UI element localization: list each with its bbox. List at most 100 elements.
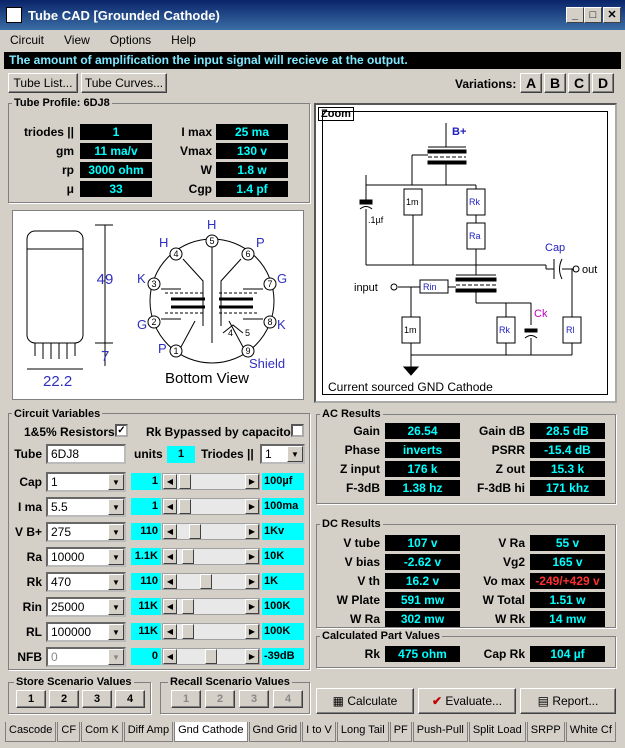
ac-value: 26.54 — [385, 423, 460, 439]
recall-scenario-button[interactable]: 2 — [205, 690, 235, 708]
variable-slider[interactable]: ◀▶ — [162, 573, 260, 590]
tube-drawing-panel: 49 7 22.2 1 2 3 4 5 6 7 8 9 4 5 H H P K … — [12, 210, 304, 400]
arrow-right-icon[interactable]: ▶ — [245, 549, 259, 564]
close-button[interactable]: ✕ — [603, 7, 621, 23]
window-title: Tube CAD [Grounded Cathode) — [28, 7, 220, 23]
variation-b-button[interactable]: B — [544, 73, 566, 93]
arrow-right-icon[interactable]: ▶ — [245, 524, 259, 539]
arrow-left-icon[interactable]: ◀ — [163, 624, 177, 639]
arrow-right-icon[interactable]: ▶ — [245, 649, 259, 664]
slider-value: 1 — [131, 498, 161, 515]
tab-push-pull[interactable]: Push-Pull — [412, 722, 468, 742]
variation-c-button[interactable]: C — [568, 73, 590, 93]
variable-slider[interactable]: ◀▶ — [162, 623, 260, 640]
arrow-left-icon[interactable]: ◀ — [163, 549, 177, 564]
menu-help[interactable]: Help — [171, 33, 196, 47]
arrow-right-icon[interactable]: ▶ — [245, 499, 259, 514]
store-scenario-button[interactable]: 2 — [49, 690, 79, 708]
triodes-select[interactable]: 1▼ — [260, 444, 305, 464]
slider-value: 1.1K — [131, 548, 161, 565]
tab-pf[interactable]: PF — [389, 722, 412, 742]
recall-scenario-button[interactable]: 3 — [239, 690, 269, 708]
pin-3: 3 — [151, 279, 156, 289]
tab-com-k[interactable]: Com K — [81, 722, 123, 742]
variable-select-value: 10000 — [51, 550, 85, 564]
menu-options[interactable]: Options — [109, 33, 152, 47]
variable-select[interactable]: 470▼ — [46, 572, 126, 592]
variable-label: NFB — [17, 650, 42, 664]
variation-a-button[interactable]: A — [520, 73, 542, 93]
maximize-button[interactable]: □ — [584, 7, 602, 23]
menu-circuit[interactable]: Circuit — [10, 33, 45, 47]
arrow-right-icon[interactable]: ▶ — [245, 599, 259, 614]
slider-thumb[interactable] — [179, 499, 191, 514]
tube-list-button[interactable]: Tube List... — [8, 73, 78, 93]
variable-select[interactable]: 1▼ — [46, 472, 126, 492]
schematic-rl: Rl — [566, 325, 575, 335]
slider-max: 100µf — [262, 473, 304, 490]
ac-results-title: AC Results — [320, 408, 383, 420]
variable-slider[interactable]: ◀▶ — [162, 548, 260, 565]
slider-thumb[interactable] — [179, 474, 191, 489]
minimize-button[interactable]: _ — [566, 7, 584, 23]
slider-thumb[interactable] — [182, 599, 194, 614]
arrow-right-icon[interactable]: ▶ — [245, 624, 259, 639]
tab-cf[interactable]: CF — [57, 722, 81, 742]
store-scenario-button[interactable]: 1 — [16, 690, 46, 708]
variable-select[interactable]: 25000▼ — [46, 597, 126, 617]
variable-slider[interactable]: ◀▶ — [162, 648, 260, 665]
arrow-right-icon[interactable]: ▶ — [245, 474, 259, 489]
store-scenario-button[interactable]: 3 — [82, 690, 112, 708]
variation-d-button[interactable]: D — [592, 73, 614, 93]
arrow-left-icon[interactable]: ◀ — [163, 599, 177, 614]
recall-scenario-button[interactable]: 1 — [171, 690, 201, 708]
variable-slider[interactable]: ◀▶ — [162, 598, 260, 615]
report-button[interactable]: ▤ Report... — [520, 688, 616, 714]
tab-split-load[interactable]: Split Load — [468, 722, 526, 742]
arrow-left-icon[interactable]: ◀ — [163, 474, 177, 489]
store-scenario-button[interactable]: 4 — [115, 690, 145, 708]
variable-slider[interactable]: ◀▶ — [162, 498, 260, 515]
variable-slider[interactable]: ◀▶ — [162, 473, 260, 490]
tab-white-cf[interactable]: White Cf — [565, 722, 616, 742]
menu-view[interactable]: View — [64, 33, 90, 47]
profile-value: 33 — [80, 181, 152, 197]
pin-label-h-top: H — [207, 217, 216, 232]
recall-scenario-button[interactable]: 4 — [273, 690, 303, 708]
slider-thumb[interactable] — [189, 524, 201, 539]
chevron-down-icon: ▼ — [108, 499, 124, 515]
tab-long-tail[interactable]: Long Tail — [336, 722, 389, 742]
arrow-left-icon[interactable]: ◀ — [163, 499, 177, 514]
variable-select[interactable]: 0▼ — [46, 647, 126, 667]
variable-select[interactable]: 100000▼ — [46, 622, 126, 642]
variable-slider[interactable]: ◀▶ — [162, 523, 260, 540]
tab-i-to-v[interactable]: I to V — [302, 722, 336, 742]
slider-thumb[interactable] — [182, 549, 194, 564]
calculated-values-group — [316, 636, 616, 668]
tab-cascode[interactable]: Cascode — [5, 722, 57, 742]
evaluate-button[interactable]: ✔ Evaluate... — [418, 688, 516, 714]
calculate-button[interactable]: ▦ Calculate — [316, 688, 414, 714]
tab-diff-amp[interactable]: Diff Amp — [123, 722, 174, 742]
arrow-left-icon[interactable]: ◀ — [163, 649, 177, 664]
tab-srpp[interactable]: SRPP — [526, 722, 565, 742]
slider-thumb[interactable] — [205, 649, 217, 664]
arrow-right-icon[interactable]: ▶ — [245, 574, 259, 589]
tab-gnd-grid[interactable]: Gnd Grid — [248, 722, 302, 742]
slider-thumb[interactable] — [200, 574, 212, 589]
tube-input[interactable]: 6DJ8 — [46, 444, 126, 464]
arrow-left-icon[interactable]: ◀ — [163, 524, 177, 539]
menu-bar: Circuit View Options Help — [0, 30, 625, 50]
dc-value: -2.62 v — [385, 554, 460, 570]
variable-select[interactable]: 5.5▼ — [46, 497, 126, 517]
slider-max: 100ma — [262, 498, 304, 515]
slider-thumb[interactable] — [182, 624, 194, 639]
tube-curves-button[interactable]: Tube Curves... — [81, 73, 167, 93]
variable-label: V B+ — [14, 525, 42, 539]
variable-select[interactable]: 10000▼ — [46, 547, 126, 567]
resistors-checkbox[interactable]: ✓ — [115, 424, 128, 437]
arrow-left-icon[interactable]: ◀ — [163, 574, 177, 589]
tab-gnd-cathode[interactable]: Gnd Cathode — [174, 722, 248, 742]
variable-select[interactable]: 275▼ — [46, 522, 126, 542]
rk-bypassed-checkbox[interactable] — [291, 424, 304, 437]
